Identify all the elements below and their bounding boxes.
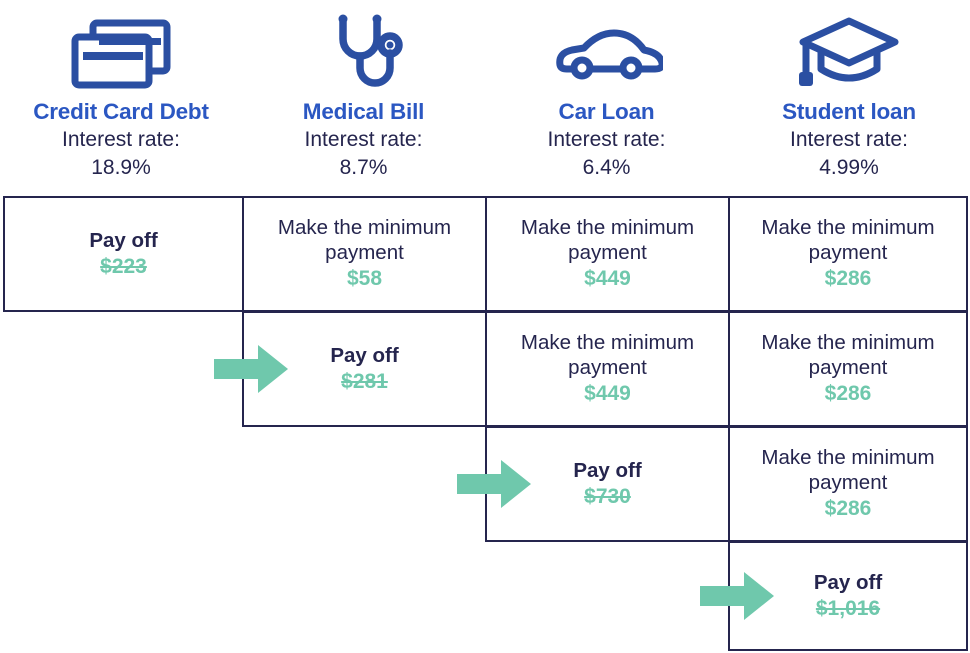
payment-amount: $730: [584, 484, 631, 508]
plan-cell-student-loan-step-1: Make the minimum payment$286: [728, 196, 968, 312]
plan-cell-car-loan-step-2: Make the minimum payment$449: [485, 311, 730, 427]
payment-amount: $449: [584, 381, 631, 405]
payment-amount: $286: [824, 381, 872, 405]
interest-rate-value: 4.99%: [819, 155, 879, 179]
pay-off-label: Pay off: [573, 458, 642, 482]
plan-cell-credit-card-step-1: Pay off$223: [3, 196, 244, 312]
stethoscope-icon: [312, 8, 416, 100]
minimum-payment-label: Make the minimum payment: [277, 216, 452, 264]
payment-amount: $58: [346, 266, 383, 290]
minimum-payment-label: Make the minimum payment: [520, 331, 695, 379]
debt-name: Student loan: [782, 99, 916, 124]
pay-off-label: Pay off: [813, 570, 883, 594]
payment-amount: $286: [824, 496, 872, 520]
pay-off-label: Pay off: [330, 343, 399, 367]
minimum-payment-label: Make the minimum payment: [761, 331, 935, 379]
debt-name: Credit Card Debt: [33, 99, 209, 124]
debt-name: Medical Bill: [302, 99, 425, 124]
minimum-payment-label: Make the minimum payment: [761, 216, 935, 264]
plan-cell-student-loan-step-3: Make the minimum payment$286: [728, 426, 968, 542]
plan-cell-medical-bill-step-1: Make the minimum payment$58: [242, 196, 487, 312]
debt-header-credit-card: Credit Card Debt Interest rate: 18.9%: [0, 0, 242, 193]
interest-rate-label: Interest rate:: [547, 127, 666, 151]
payment-amount: $1,016: [815, 596, 881, 620]
interest-rate-label: Interest rate:: [304, 127, 423, 151]
graduation-cap-icon: [795, 8, 903, 100]
plan-cell-car-loan-step-3: Pay off$730: [485, 426, 730, 542]
minimum-payment-label: Make the minimum payment: [761, 446, 935, 494]
debt-header-car-loan: Car Loan Interest rate: 6.4%: [485, 0, 728, 193]
interest-rate-value: 18.9%: [91, 155, 151, 179]
interest-rate-label: Interest rate:: [790, 127, 908, 151]
plan-cell-student-loan-step-4: Pay off$1,016: [728, 541, 968, 651]
interest-rate-label: Interest rate:: [62, 127, 180, 151]
plan-cell-car-loan-step-1: Make the minimum payment$449: [485, 196, 730, 312]
debt-header-student-loan: Student loan Interest rate: 4.99%: [728, 0, 970, 193]
minimum-payment-label: Make the minimum payment: [520, 216, 695, 264]
payment-amount: $449: [584, 266, 631, 290]
interest-rate-value: 6.4%: [582, 155, 631, 179]
debt-headers-row: Credit Card Debt Interest rate: 18.9% Me…: [0, 0, 970, 193]
payment-amount: $286: [824, 266, 872, 290]
debt-name: Car Loan: [558, 99, 655, 124]
debt-header-medical-bill: Medical Bill Interest rate: 8.7%: [242, 0, 485, 193]
payment-amount: $281: [341, 369, 388, 393]
interest-rate-value: 8.7%: [339, 155, 388, 179]
pay-off-label: Pay off: [89, 228, 158, 252]
plan-cell-medical-bill-step-2: Pay off$281: [242, 311, 487, 427]
credit-cards-icon: [69, 8, 173, 100]
plan-cell-student-loan-step-2: Make the minimum payment$286: [728, 311, 968, 427]
car-icon: [551, 8, 663, 100]
payment-amount: $223: [100, 254, 147, 278]
